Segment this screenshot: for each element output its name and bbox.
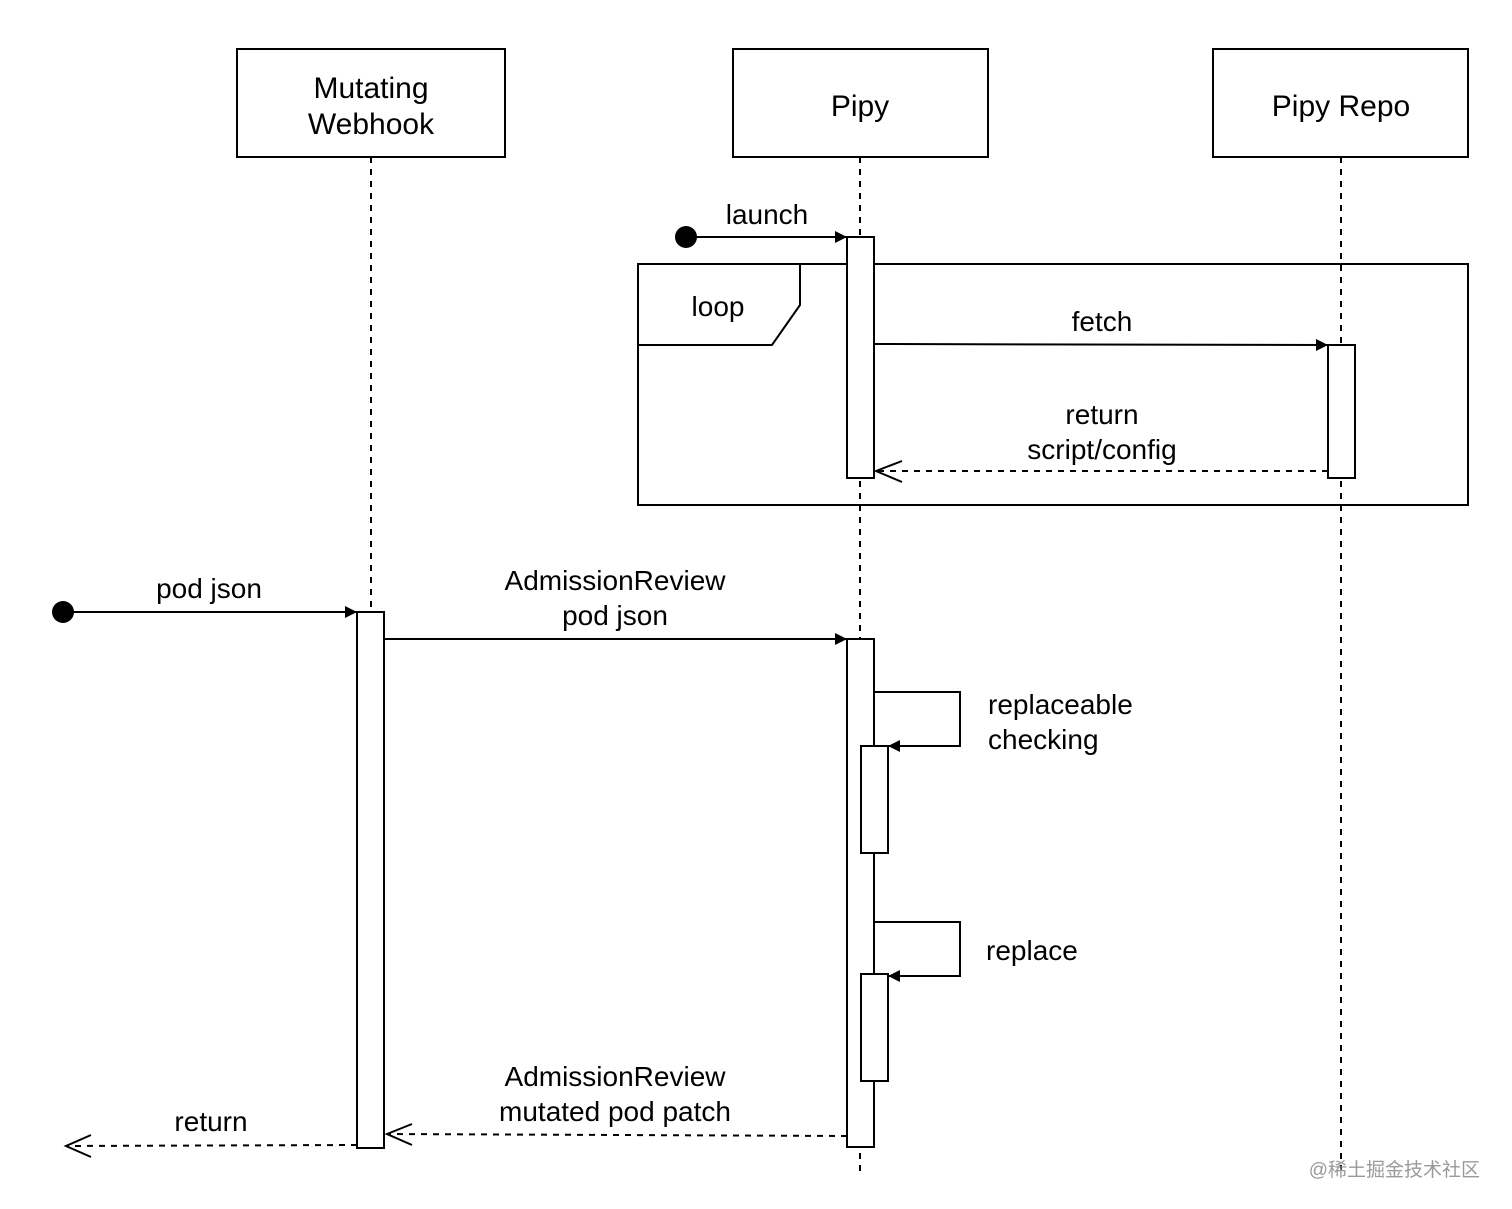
message-fetch: fetch	[873, 306, 1328, 351]
message-return-label: return	[174, 1106, 247, 1137]
message-admission-review-line1: AdmissionReview	[505, 565, 727, 596]
participant-mutating-webhook: Mutating Webhook	[236, 48, 506, 158]
participant-pipy-repo: Pipy Repo	[1212, 48, 1469, 158]
participant-repo-label: Pipy Repo	[1272, 90, 1410, 123]
message-mutated-patch-line2: mutated pod patch	[499, 1096, 731, 1127]
pipy-activation-loop	[846, 236, 875, 479]
message-return-config: return script/config	[873, 399, 1328, 483]
loop-fragment: loop	[637, 263, 1469, 506]
message-replaceable-checking-line2: checking	[988, 724, 1099, 755]
message-mutated-patch: AdmissionReview mutated pod patch	[384, 1061, 848, 1146]
message-pod-json-label: pod json	[156, 573, 262, 604]
message-replace: replace	[874, 921, 1078, 982]
participant-pipy: Pipy	[732, 48, 989, 158]
message-pod-json: pod json	[52, 573, 357, 623]
participant-pipy-label: Pipy	[831, 90, 889, 123]
message-return-config-line1: return	[1065, 399, 1138, 430]
message-return: return	[63, 1106, 358, 1158]
watermark: @稀土掘金技术社区	[1309, 1159, 1480, 1181]
pipy-activation-replace	[860, 973, 889, 1082]
pipy-activation-check	[860, 745, 889, 854]
webhook-activation	[356, 611, 385, 1149]
message-replaceable-checking: replaceable checking	[874, 689, 1133, 755]
message-launch-label: launch	[726, 199, 809, 230]
participant-webhook-line2: Webhook	[308, 108, 435, 141]
loop-label: loop	[692, 291, 745, 322]
message-replace-label: replace	[986, 935, 1078, 966]
message-admission-review-line2: pod json	[562, 600, 668, 631]
participant-webhook-line1: Mutating	[313, 72, 428, 105]
message-fetch-label: fetch	[1072, 306, 1133, 337]
message-mutated-patch-line1: AdmissionReview	[505, 1061, 727, 1092]
message-return-config-line2: script/config	[1027, 434, 1176, 465]
message-launch: launch	[675, 199, 847, 248]
message-admission-review: AdmissionReview pod json	[384, 565, 847, 645]
message-replaceable-checking-line1: replaceable	[988, 689, 1133, 720]
repo-activation	[1327, 344, 1356, 479]
